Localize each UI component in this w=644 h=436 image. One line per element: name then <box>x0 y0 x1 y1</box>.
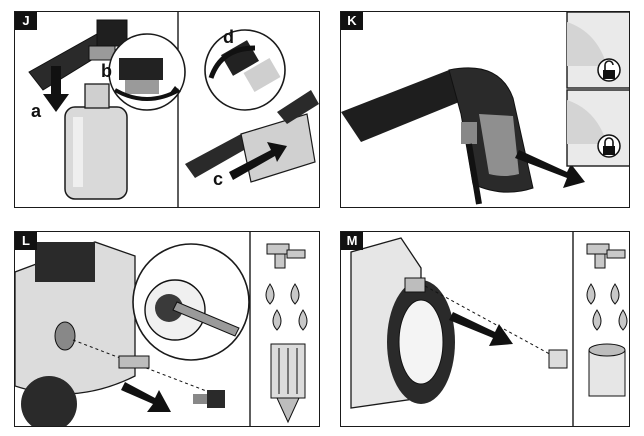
arrow-right-icon <box>515 150 585 188</box>
arrow-down-icon <box>43 66 69 112</box>
water-drops-icon <box>265 283 308 331</box>
unlocked-padlock-icon <box>597 58 621 82</box>
callout-b: b <box>101 61 112 81</box>
arrow-diagonal-icon <box>229 142 287 180</box>
water-inlet-fitting <box>193 390 225 408</box>
arrow-right-icon <box>449 312 513 346</box>
filter-insert-icon <box>588 343 626 397</box>
panel-k: K <box>340 11 630 208</box>
callout-a: a <box>31 101 42 121</box>
panel-j: J <box>14 11 320 208</box>
magnifier-icon <box>108 33 186 111</box>
panel-l: L <box>14 231 320 427</box>
foam-nozzle <box>28 19 128 91</box>
filter-cap <box>548 349 568 369</box>
panel-j-tag: J <box>15 12 37 30</box>
magnifier-icon <box>132 243 250 361</box>
detergent-bottle <box>64 83 128 200</box>
panel-l-illustration <box>15 232 308 426</box>
panel-m-tag: M <box>341 232 363 250</box>
filter-insert-icon <box>270 343 306 424</box>
lock-inset-bottom <box>566 89 629 167</box>
magnifier-icon <box>204 29 286 111</box>
panel-l-tag: L <box>15 232 37 250</box>
water-drops-icon <box>586 283 628 331</box>
locked-padlock-icon <box>597 134 621 158</box>
callout-d: d <box>223 27 234 47</box>
tap-icon <box>586 243 626 269</box>
panel-m-illustration <box>350 232 628 426</box>
tap-icon <box>266 243 306 269</box>
panel-k-tag: K <box>341 12 363 30</box>
panel-j-illustration <box>28 12 319 207</box>
lock-inset-top <box>566 12 629 89</box>
panel-k-illustration <box>341 12 629 205</box>
arrow-down-right-icon <box>121 382 171 412</box>
pressure-washer-body <box>15 241 210 426</box>
panel-m: M <box>340 231 630 427</box>
spray-gun <box>341 67 534 205</box>
pressure-washer-body <box>350 237 558 409</box>
callout-c: c <box>213 169 224 189</box>
